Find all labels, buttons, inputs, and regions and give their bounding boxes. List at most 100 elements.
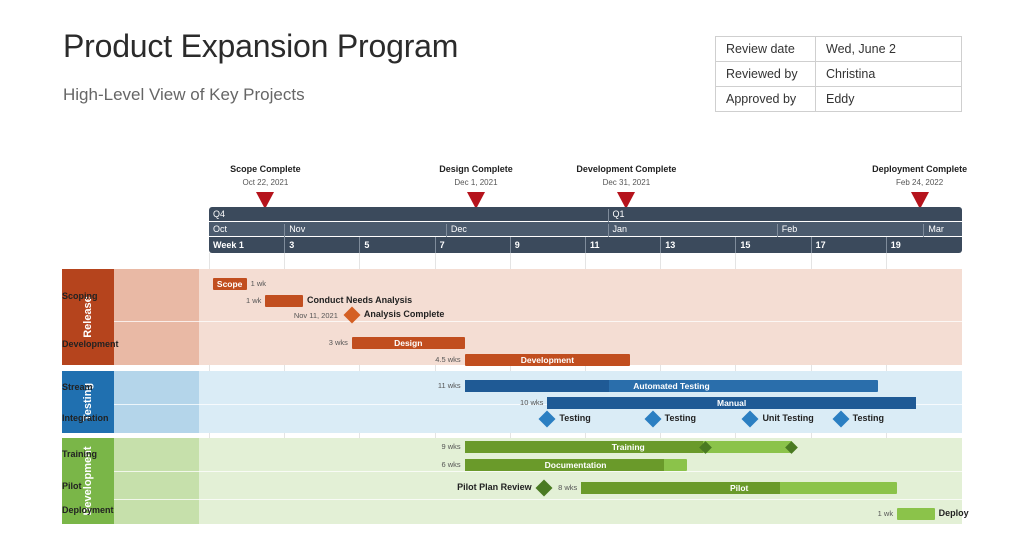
task-bar[interactable]: Automated Testing — [464, 380, 879, 392]
timescale-quarter-row: Q4 Q1 — [209, 207, 962, 223]
review-date-label: Review date — [715, 36, 816, 62]
task-duration: 1 wk — [245, 296, 262, 305]
task-bar[interactable]: Design — [351, 337, 465, 349]
milestone-label: Testing — [559, 413, 591, 423]
task-progress — [464, 380, 610, 392]
timescale-week-label: 11 — [585, 237, 600, 253]
task-progress — [547, 397, 916, 409]
timescale-month-label: Nov — [284, 224, 305, 238]
milestone-date: Nov 11, 2021 — [293, 311, 338, 320]
approved-by-value: Eddy — [815, 86, 962, 112]
task-duration: 11 wks — [437, 381, 461, 390]
row-separator — [114, 403, 962, 405]
row-label: Development — [62, 339, 119, 349]
reviewed-by-label: Reviewed by — [715, 61, 816, 87]
timescale-month-label: Jan — [607, 224, 627, 238]
milestone-marker-icon — [466, 192, 485, 209]
milestone-date: Dec 31, 2021 — [602, 178, 651, 187]
reviewed-by-row: Reviewed by Christina — [715, 61, 962, 87]
approved-by-row: Approved by Eddy — [715, 86, 962, 112]
row-label: Training — [62, 449, 98, 459]
milestone-date: Dec 1, 2021 — [454, 178, 498, 187]
milestone-marker-icon — [617, 192, 636, 209]
task-duration: 6 wks — [441, 460, 461, 469]
task-bar[interactable] — [897, 508, 935, 520]
task-bar[interactable]: Pilot — [581, 482, 898, 494]
timescale-week-label: Week 1 — [213, 240, 244, 250]
task-bar[interactable]: Manual — [547, 397, 916, 409]
page-subtitle: High-Level View of Key Projects — [63, 85, 305, 104]
row-separator — [114, 471, 962, 472]
timescale-week-label: 7 — [434, 237, 445, 253]
page-title: Product Expansion Program — [63, 28, 459, 64]
milestone-date: Oct 22, 2021 — [242, 178, 289, 187]
row-label: Integration — [62, 413, 109, 423]
milestone-name: Development Complete — [576, 164, 677, 174]
swimlane-row-labels — [114, 371, 199, 433]
row-label: Deployment — [62, 505, 114, 515]
timescale-quarter-label: Q4 — [213, 209, 226, 219]
task-bar[interactable] — [265, 295, 303, 307]
milestone-marker-icon — [256, 192, 275, 209]
reviewed-by-value: Christina — [815, 61, 962, 87]
task-bar[interactable]: Training — [464, 441, 792, 453]
swimlane-band: Release — [62, 269, 114, 365]
review-date-value: Wed, June 2 — [815, 36, 962, 62]
timescale-month-label: Dec — [445, 224, 467, 238]
task-bar[interactable]: Scope — [212, 278, 247, 290]
row-label: Scoping — [62, 291, 98, 301]
milestone-label: Testing — [664, 413, 697, 423]
milestone-label: Analysis Complete — [363, 309, 445, 319]
review-date-row: Review date Wed, June 2 — [715, 36, 962, 62]
review-info-table: Review date Wed, June 2 Reviewed by Chri… — [715, 36, 962, 112]
task-duration: 10 wks — [520, 398, 544, 407]
swimlane-row-labels — [114, 438, 199, 524]
task-progress — [464, 459, 665, 471]
row-label: Stream — [62, 382, 93, 392]
task-bar[interactable]: Development — [464, 354, 631, 366]
timescale-week-label: 17 — [810, 237, 826, 253]
timescale-week-label: 9 — [509, 237, 520, 253]
task-bar[interactable]: Documentation — [464, 459, 687, 471]
row-label: Pilot — [62, 481, 82, 491]
task-progress — [581, 482, 781, 494]
timescale-week-label: 19 — [885, 237, 901, 253]
task-label: Training — [611, 442, 645, 452]
timescale-month-label: Feb — [776, 224, 797, 238]
timescale-week-label: 3 — [284, 237, 294, 253]
row-separator — [114, 321, 962, 322]
swimlane-band: Development — [62, 438, 114, 524]
milestone-label: Pilot Plan Review — [457, 482, 532, 492]
milestone-label: Testing — [852, 413, 885, 423]
row-separator — [114, 499, 962, 500]
approved-by-label: Approved by — [715, 86, 816, 112]
timescale-week-label: 15 — [735, 237, 750, 253]
task-duration: 3 wks — [328, 338, 348, 347]
task-label: Deploy — [938, 508, 969, 518]
milestone-marker-icon — [910, 192, 929, 209]
task-duration: 4.5 wks — [435, 355, 461, 364]
timescale-quarter-label: Q1 — [607, 209, 625, 223]
task-label: Design — [394, 338, 423, 348]
task-duration: 9 wks — [441, 442, 461, 451]
task-duration: 1 wk — [250, 279, 267, 288]
task-duration: 1 wk — [877, 509, 894, 518]
timescale-week-label: 5 — [359, 237, 369, 253]
milestone-name: Scope Complete — [230, 164, 301, 174]
milestone-label: Unit Testing — [762, 413, 814, 423]
milestone-name: Deployment Complete — [872, 164, 968, 174]
milestone-date: Feb 24, 2022 — [896, 178, 944, 187]
task-label: Conduct Needs Analysis — [307, 295, 413, 305]
task-label: Pilot — [729, 483, 749, 493]
timescale-month-label: Mar — [923, 224, 944, 238]
swimlane-band: Testing — [62, 371, 114, 433]
task-label: Documentation — [544, 460, 607, 470]
task-label: Scope — [216, 279, 243, 289]
task-label: Manual — [716, 398, 747, 408]
task-label: Automated Testing — [633, 381, 710, 391]
